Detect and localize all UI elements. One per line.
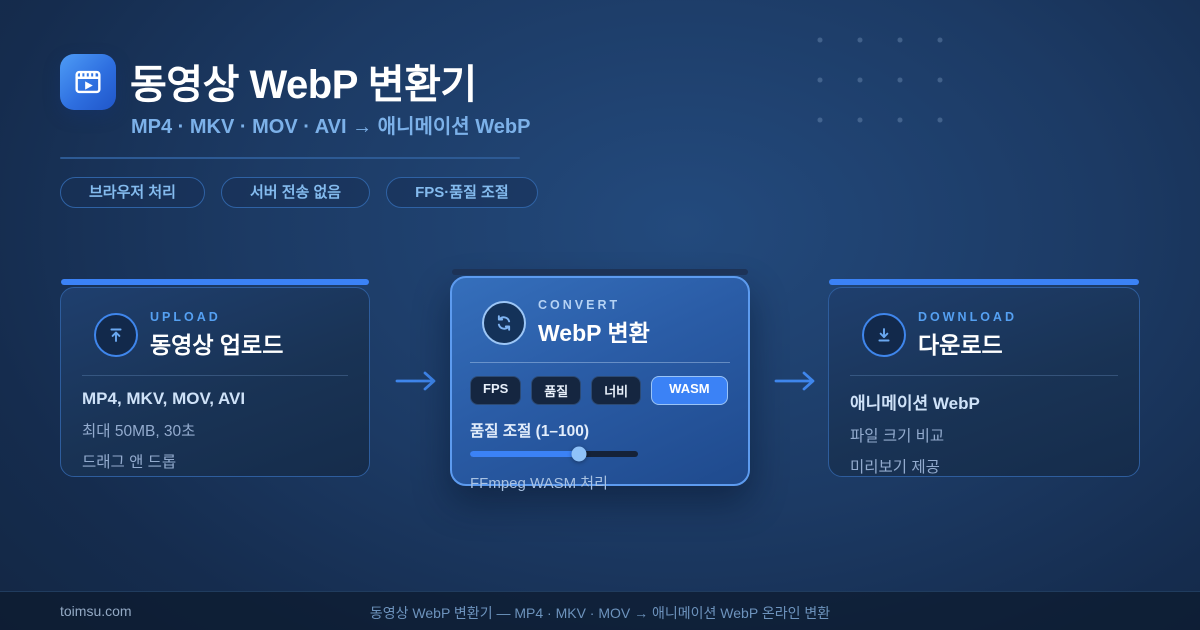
upload-card-divider xyxy=(82,375,348,376)
convert-card-title: WebP 변환 xyxy=(538,320,650,346)
header-divider xyxy=(60,157,520,159)
flow-arrow-convert-to-download xyxy=(772,366,818,396)
footer-bar: toimsu.com 동영상 WebP 변환기 — MP4 · MKV · MO… xyxy=(0,591,1200,630)
badge-browser-processing[interactable]: 브라우저 처리 xyxy=(60,177,205,208)
download-card-title: 다운로드 xyxy=(918,332,1003,358)
chip-quality[interactable]: 품질 xyxy=(531,376,582,405)
quality-slider[interactable] xyxy=(470,446,638,462)
convert-option-chips: FPS 품질 너비 WASM xyxy=(470,376,730,405)
chip-width[interactable]: 너비 xyxy=(591,376,642,405)
chip-fps[interactable]: FPS xyxy=(470,376,522,405)
convert-sync-icon xyxy=(482,301,526,345)
upload-card-title: 동영상 업로드 xyxy=(150,332,284,358)
convert-step-label: CONVERT xyxy=(538,298,621,312)
download-card-accent-bar xyxy=(829,279,1139,285)
download-feature-preview: 미리보기 제공 xyxy=(850,459,940,476)
upload-feature-formats: MP4, MKV, MOV, AVI xyxy=(82,389,246,408)
upload-step-card: UPLOAD 동영상 업로드 MP4, MKV, MOV, AVI 최대 50M… xyxy=(60,279,370,477)
site-domain[interactable]: toimsu.com xyxy=(60,603,132,619)
badge-no-server-upload[interactable]: 서버 전송 없음 xyxy=(220,177,371,208)
download-step-card: DOWNLOAD 다운로드 애니메이션 WebP 파일 크기 비교 미리보기 제… xyxy=(828,279,1140,477)
footer-description: 동영상 WebP 변환기 — MP4 · MKV · MOV → 애니메이션 W… xyxy=(369,605,831,621)
quality-slider-label: 품질 조절 (1–100) xyxy=(470,423,590,440)
page-title: 동영상 WebP 변환기 xyxy=(130,63,477,107)
download-feature-size-compare: 파일 크기 비교 xyxy=(850,428,945,445)
download-feature-list: 애니메이션 WebP 파일 크기 비교 미리보기 제공 xyxy=(850,389,1118,477)
flow-arrow-upload-to-convert xyxy=(393,366,439,396)
download-icon xyxy=(862,313,906,357)
quality-slider-thumb[interactable] xyxy=(571,446,587,462)
convert-card-divider xyxy=(470,362,730,363)
upload-feature-dragdrop: 드래그 앤 드롭 xyxy=(82,454,177,471)
convert-card-accent-bar xyxy=(452,269,748,275)
upload-card-header: UPLOAD 동영상 업로드 xyxy=(94,310,348,360)
convert-step-card: CONVERT WebP 변환 FPS 품질 너비 WASM 품질 조절 (1–… xyxy=(450,269,750,492)
upload-card-accent-bar xyxy=(61,279,369,285)
page-subtitle: MP4 · MKV · MOV · AVI → 애니메이션 WebP xyxy=(131,116,531,138)
download-card-header: DOWNLOAD 다운로드 xyxy=(862,310,1118,360)
chip-wasm[interactable]: WASM xyxy=(651,376,728,405)
download-feature-format: 애니메이션 WebP xyxy=(850,394,980,413)
upload-feature-list: MP4, MKV, MOV, AVI 최대 50MB, 30초 드래그 앤 드롭 xyxy=(82,389,348,472)
upload-icon xyxy=(94,313,138,357)
badge-row: 브라우저 처리 서버 전송 없음 FPS·품질 조절 xyxy=(60,177,538,208)
download-card-divider xyxy=(850,375,1118,376)
convert-card-header: CONVERT WebP 변환 xyxy=(482,298,730,348)
upload-step-label: UPLOAD xyxy=(150,310,221,324)
convert-footnote: FFmpeg WASM 처리 xyxy=(470,475,608,492)
quality-slider-fill xyxy=(470,451,580,457)
badge-fps-quality-control[interactable]: FPS·품질 조절 xyxy=(386,177,538,208)
upload-feature-limits: 최대 50MB, 30초 xyxy=(82,423,196,440)
video-player-icon xyxy=(60,54,116,110)
dot-grid-pattern xyxy=(800,20,960,140)
download-step-label: DOWNLOAD xyxy=(918,310,1017,324)
